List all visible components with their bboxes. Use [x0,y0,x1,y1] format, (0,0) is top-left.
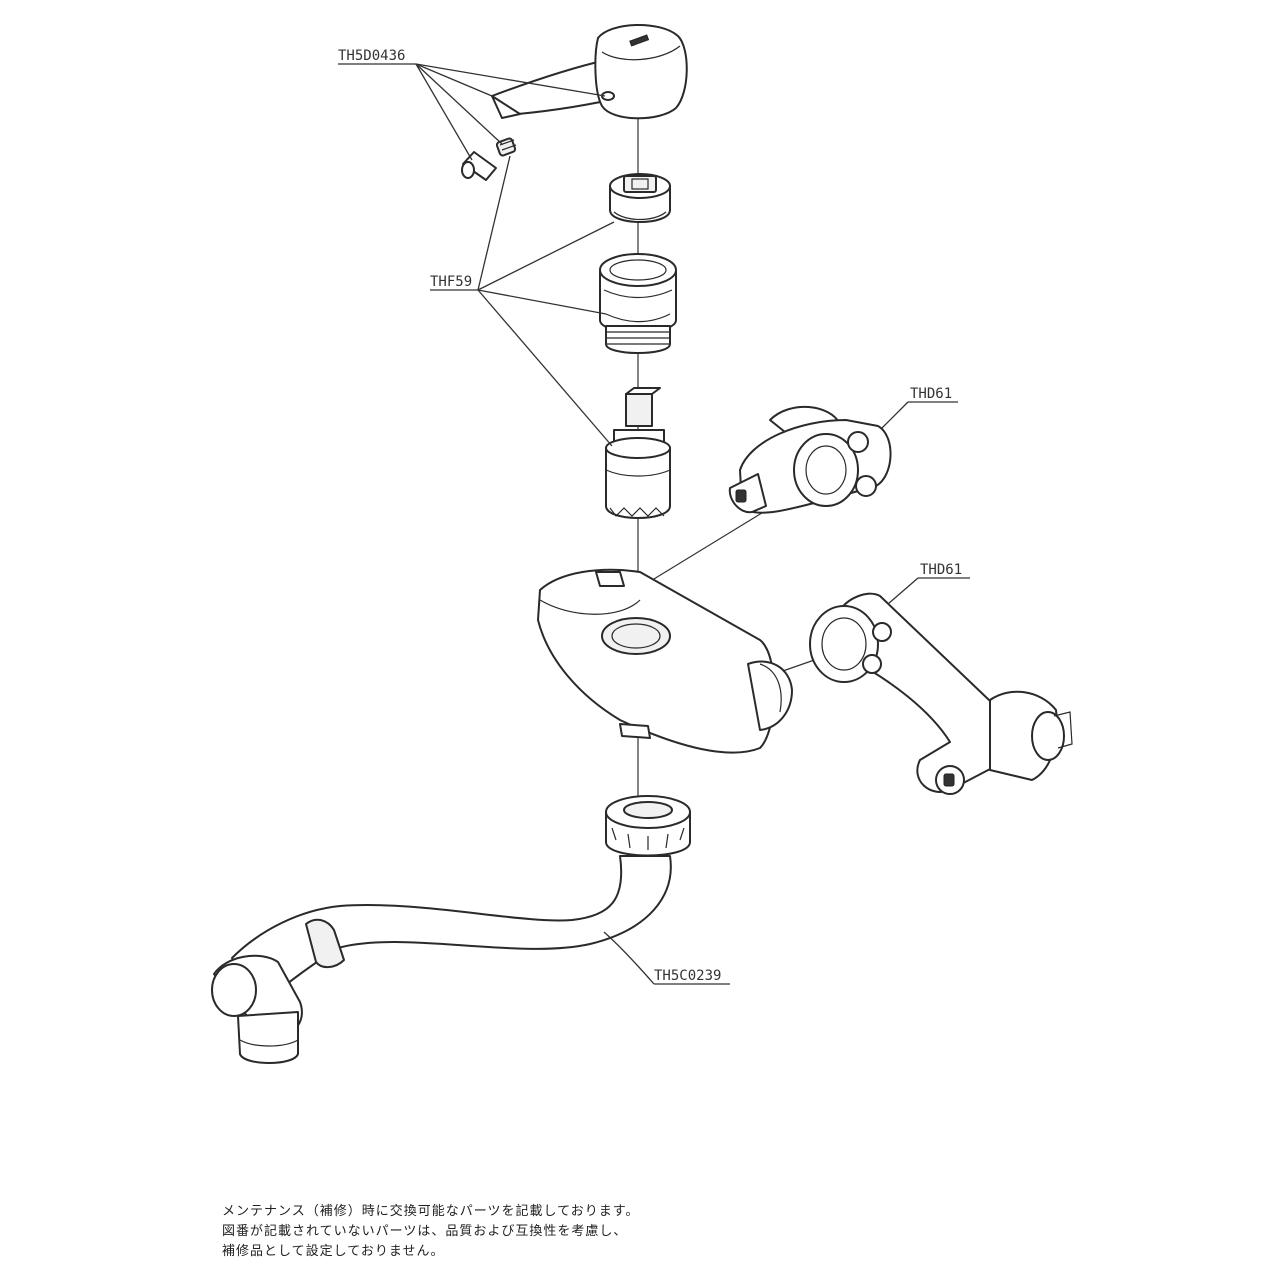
cartridge-cap [609,173,671,223]
part-label-lever-handle: TH5D0436 [338,48,405,64]
elbow-fitting-lower [809,592,1073,795]
maintenance-note-line-3: 補修品として設定しておりません。 [222,1244,445,1259]
part-label-elbow-upper: THD61 [910,386,952,402]
cartridge-body [605,387,671,519]
spout-nut [605,795,691,857]
spout [211,855,672,1064]
leader-lines [338,63,970,985]
maintenance-note-line-1: メンテナンス（補修）時に交換可能なパーツを記載しております。 [222,1204,640,1219]
cartridge-nut [599,253,677,354]
set-screw [461,151,497,181]
part-label-spout: TH5C0239 [654,968,721,984]
elbow-fitting-upper [728,406,892,514]
lever-handle [491,24,688,120]
maintenance-note-line-2: 図番が記載されていないパーツは、品質および互換性を考慮し、 [222,1224,628,1239]
part-label-elbow-lower: THD61 [920,562,962,578]
part-label-cartridge: THF59 [430,274,472,290]
valve-body [537,568,793,754]
